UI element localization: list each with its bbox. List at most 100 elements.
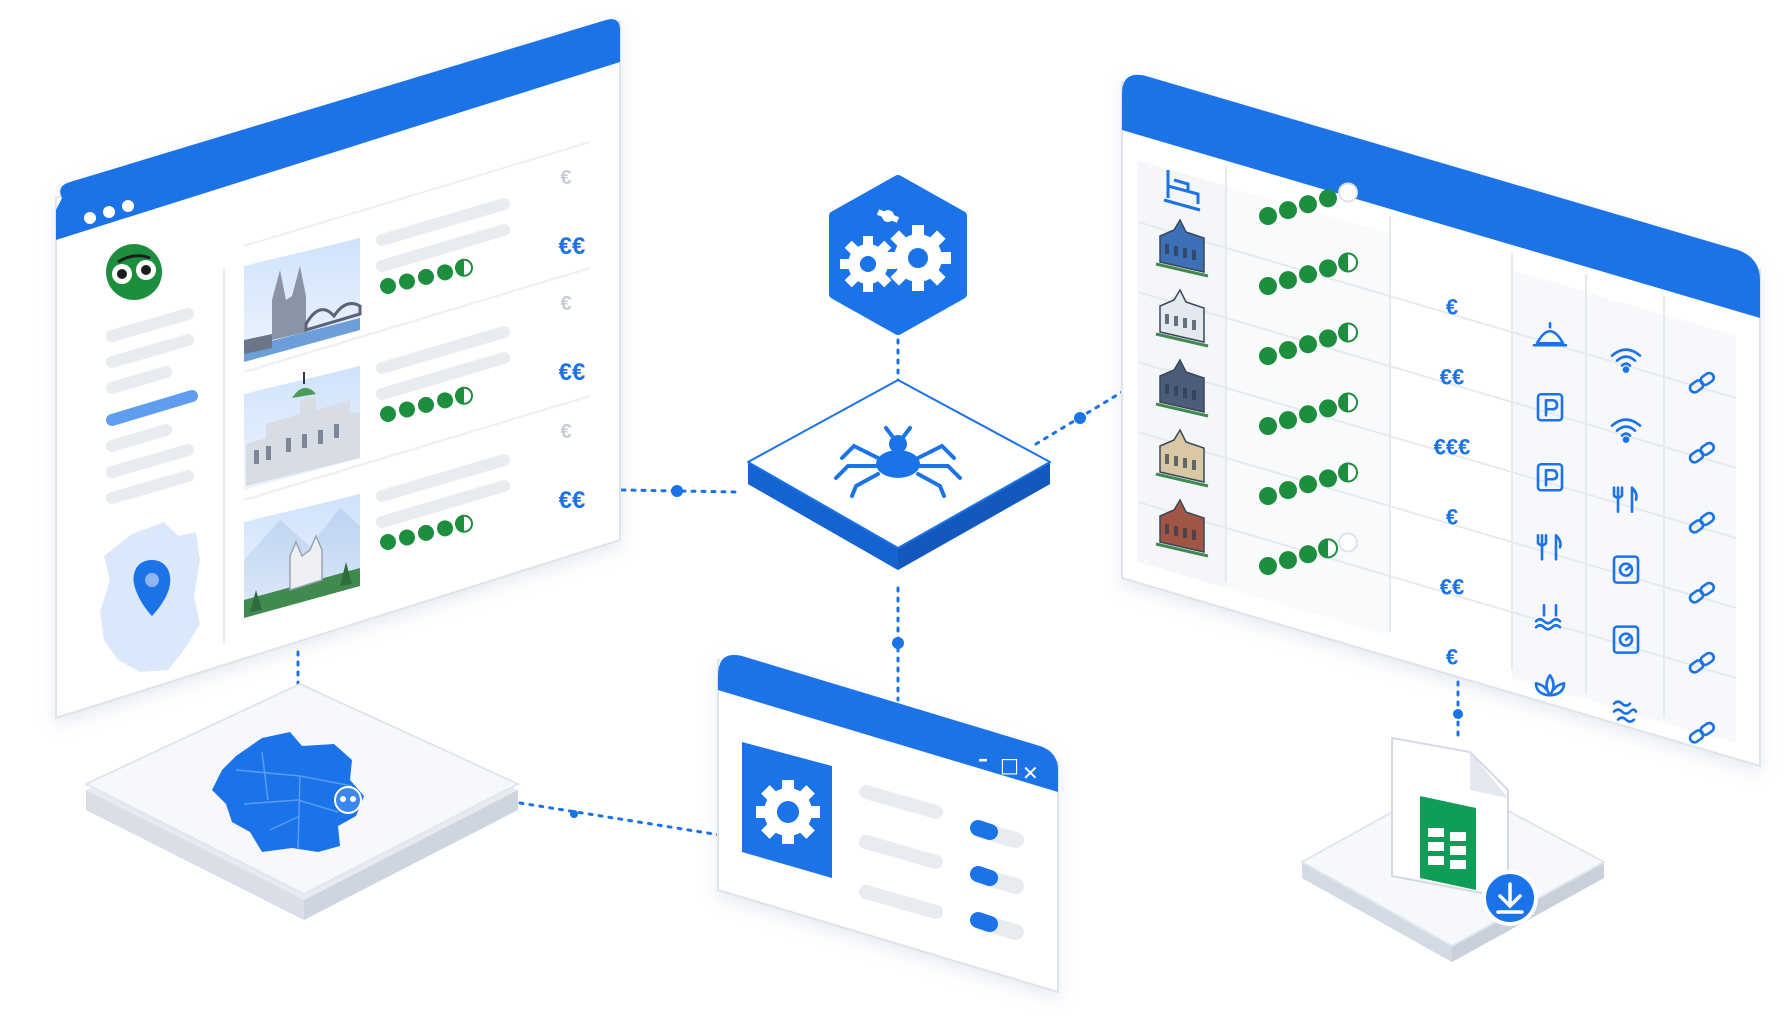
rating-bubble-full <box>1319 329 1337 348</box>
rating-bubble-full <box>1299 335 1317 354</box>
rating-bubble-full <box>1259 487 1277 505</box>
reception-bell-icon <box>1532 321 1568 347</box>
rating-bubble-full <box>437 264 453 281</box>
link-icon <box>1688 651 1716 674</box>
google-sheets-icon <box>1391 736 1509 900</box>
table-row[interactable]: € <box>1155 218 1716 394</box>
rating-bubbles <box>1259 462 1358 505</box>
table-row[interactable]: € <box>1155 428 1716 604</box>
sauna-icon <box>1612 700 1638 723</box>
link-icon <box>1688 371 1716 394</box>
rating-bubble-full <box>1259 557 1277 575</box>
table-row[interactable]: €€ <box>1155 288 1716 464</box>
rating-bubble-full <box>1279 411 1297 430</box>
listing-card[interactable]: € €€ <box>244 167 585 362</box>
link-icon <box>1688 581 1716 604</box>
price-indicator: €€ <box>559 359 586 386</box>
settings-titlebar <box>718 654 1058 792</box>
listing-title-skeleton <box>376 454 510 528</box>
settings-skeleton-lines <box>859 785 943 919</box>
rating-bubble-half-fill <box>1339 323 1348 342</box>
link-icon <box>1688 721 1716 744</box>
rating-bubble-full <box>1259 347 1277 365</box>
rating-bubbles <box>1259 182 1358 225</box>
rating-bubble-full <box>1319 399 1337 418</box>
rating-bubble-full <box>1259 207 1277 225</box>
rating-bubble-full <box>418 268 434 285</box>
listing-card[interactable]: € €€ <box>244 421 585 618</box>
cathedral-bridge-image <box>244 238 362 362</box>
connector-dots <box>570 412 1463 818</box>
price-indicator-light: € <box>560 293 571 315</box>
rating-bubble-full <box>437 392 453 409</box>
rating-bubble-full <box>1279 551 1297 570</box>
rating-bubble-full <box>1279 201 1297 220</box>
left-window-titlebar <box>56 19 620 240</box>
rating-bubbles <box>380 258 473 294</box>
sidebar-item[interactable] <box>106 470 194 504</box>
table-row[interactable]: € <box>1446 644 1716 744</box>
germany-map-icon <box>212 732 364 852</box>
close-button[interactable]: ✕ <box>1022 761 1039 785</box>
link-icon <box>1688 511 1716 534</box>
spider-icon <box>834 426 962 498</box>
link-icon <box>1688 441 1716 464</box>
map-pin-icon <box>100 522 200 672</box>
rating-bubble-full <box>1319 189 1337 208</box>
hotel-bed-icon <box>1163 170 1201 212</box>
sidebar-item[interactable] <box>106 308 194 342</box>
export-platform <box>1299 736 1607 962</box>
table-row[interactable]: €€ <box>1155 498 1716 674</box>
listing-card[interactable]: € €€ <box>244 293 585 490</box>
tripadvisor-owl-icon <box>106 244 162 300</box>
rating-bubble-full <box>1279 271 1297 290</box>
table-body: €€€€€€€€€€ <box>1155 182 1716 744</box>
hotel-blue-icon <box>1155 218 1209 278</box>
rating-bubble-full <box>1319 259 1337 278</box>
restaurant-icon <box>1536 533 1562 561</box>
minimize-button[interactable]: – <box>978 747 988 771</box>
price-cell: € <box>1446 644 1458 669</box>
sidebar-item[interactable] <box>106 366 172 394</box>
rating-bubble-half-fill <box>456 259 464 276</box>
rating-bubbles <box>380 258 473 294</box>
maximize-button[interactable]: □ <box>1000 753 1019 777</box>
rating-bubbles <box>1259 392 1358 435</box>
right-window-titlebar <box>1122 74 1760 318</box>
sidebar-item[interactable] <box>106 444 194 478</box>
rating-bubble-full <box>1299 405 1317 424</box>
right-table-window: €€€€€€€€€€ <box>1121 74 1761 768</box>
rating-bubble-full <box>437 520 453 537</box>
price-indicator: €€ <box>559 487 586 514</box>
download-icon[interactable] <box>1482 870 1538 926</box>
safe-icon <box>1612 625 1640 654</box>
hotel-beige-icon <box>1155 428 1209 488</box>
hotel-dark-icon <box>1155 358 1209 418</box>
safe-icon <box>1612 555 1640 584</box>
price-cell: €€ <box>1440 364 1464 389</box>
rating-bubble-empty <box>1338 532 1358 553</box>
rating-bubbles <box>380 514 473 550</box>
rating-bubbles <box>380 386 473 422</box>
rating-bubble-full <box>380 406 396 422</box>
sidebar-item[interactable] <box>106 334 194 368</box>
price-cell: €€ <box>1440 574 1464 599</box>
rating-bubble-half-fill <box>456 515 464 532</box>
left-listings-window: € €€ <box>55 19 621 720</box>
rating-bubbles <box>1259 322 1358 365</box>
price-indicator: €€ <box>559 233 586 260</box>
rating-bubble-half-fill <box>1339 253 1348 272</box>
pool-icon <box>1534 603 1562 631</box>
rating-bubble-full <box>418 396 434 413</box>
price-cell: €€€ <box>1434 434 1471 459</box>
settings-gear-icon <box>742 742 832 878</box>
rating-bubble-full <box>1279 481 1297 500</box>
rating-bubble-full <box>399 401 415 418</box>
table-row[interactable]: €€€ <box>1155 358 1716 534</box>
rating-bubble-full <box>1299 475 1317 494</box>
sidebar-item-active[interactable] <box>106 390 198 426</box>
listing-title-skeleton <box>376 326 510 400</box>
sidebar-item[interactable] <box>106 424 172 452</box>
price-indicator-light: € <box>560 167 571 189</box>
